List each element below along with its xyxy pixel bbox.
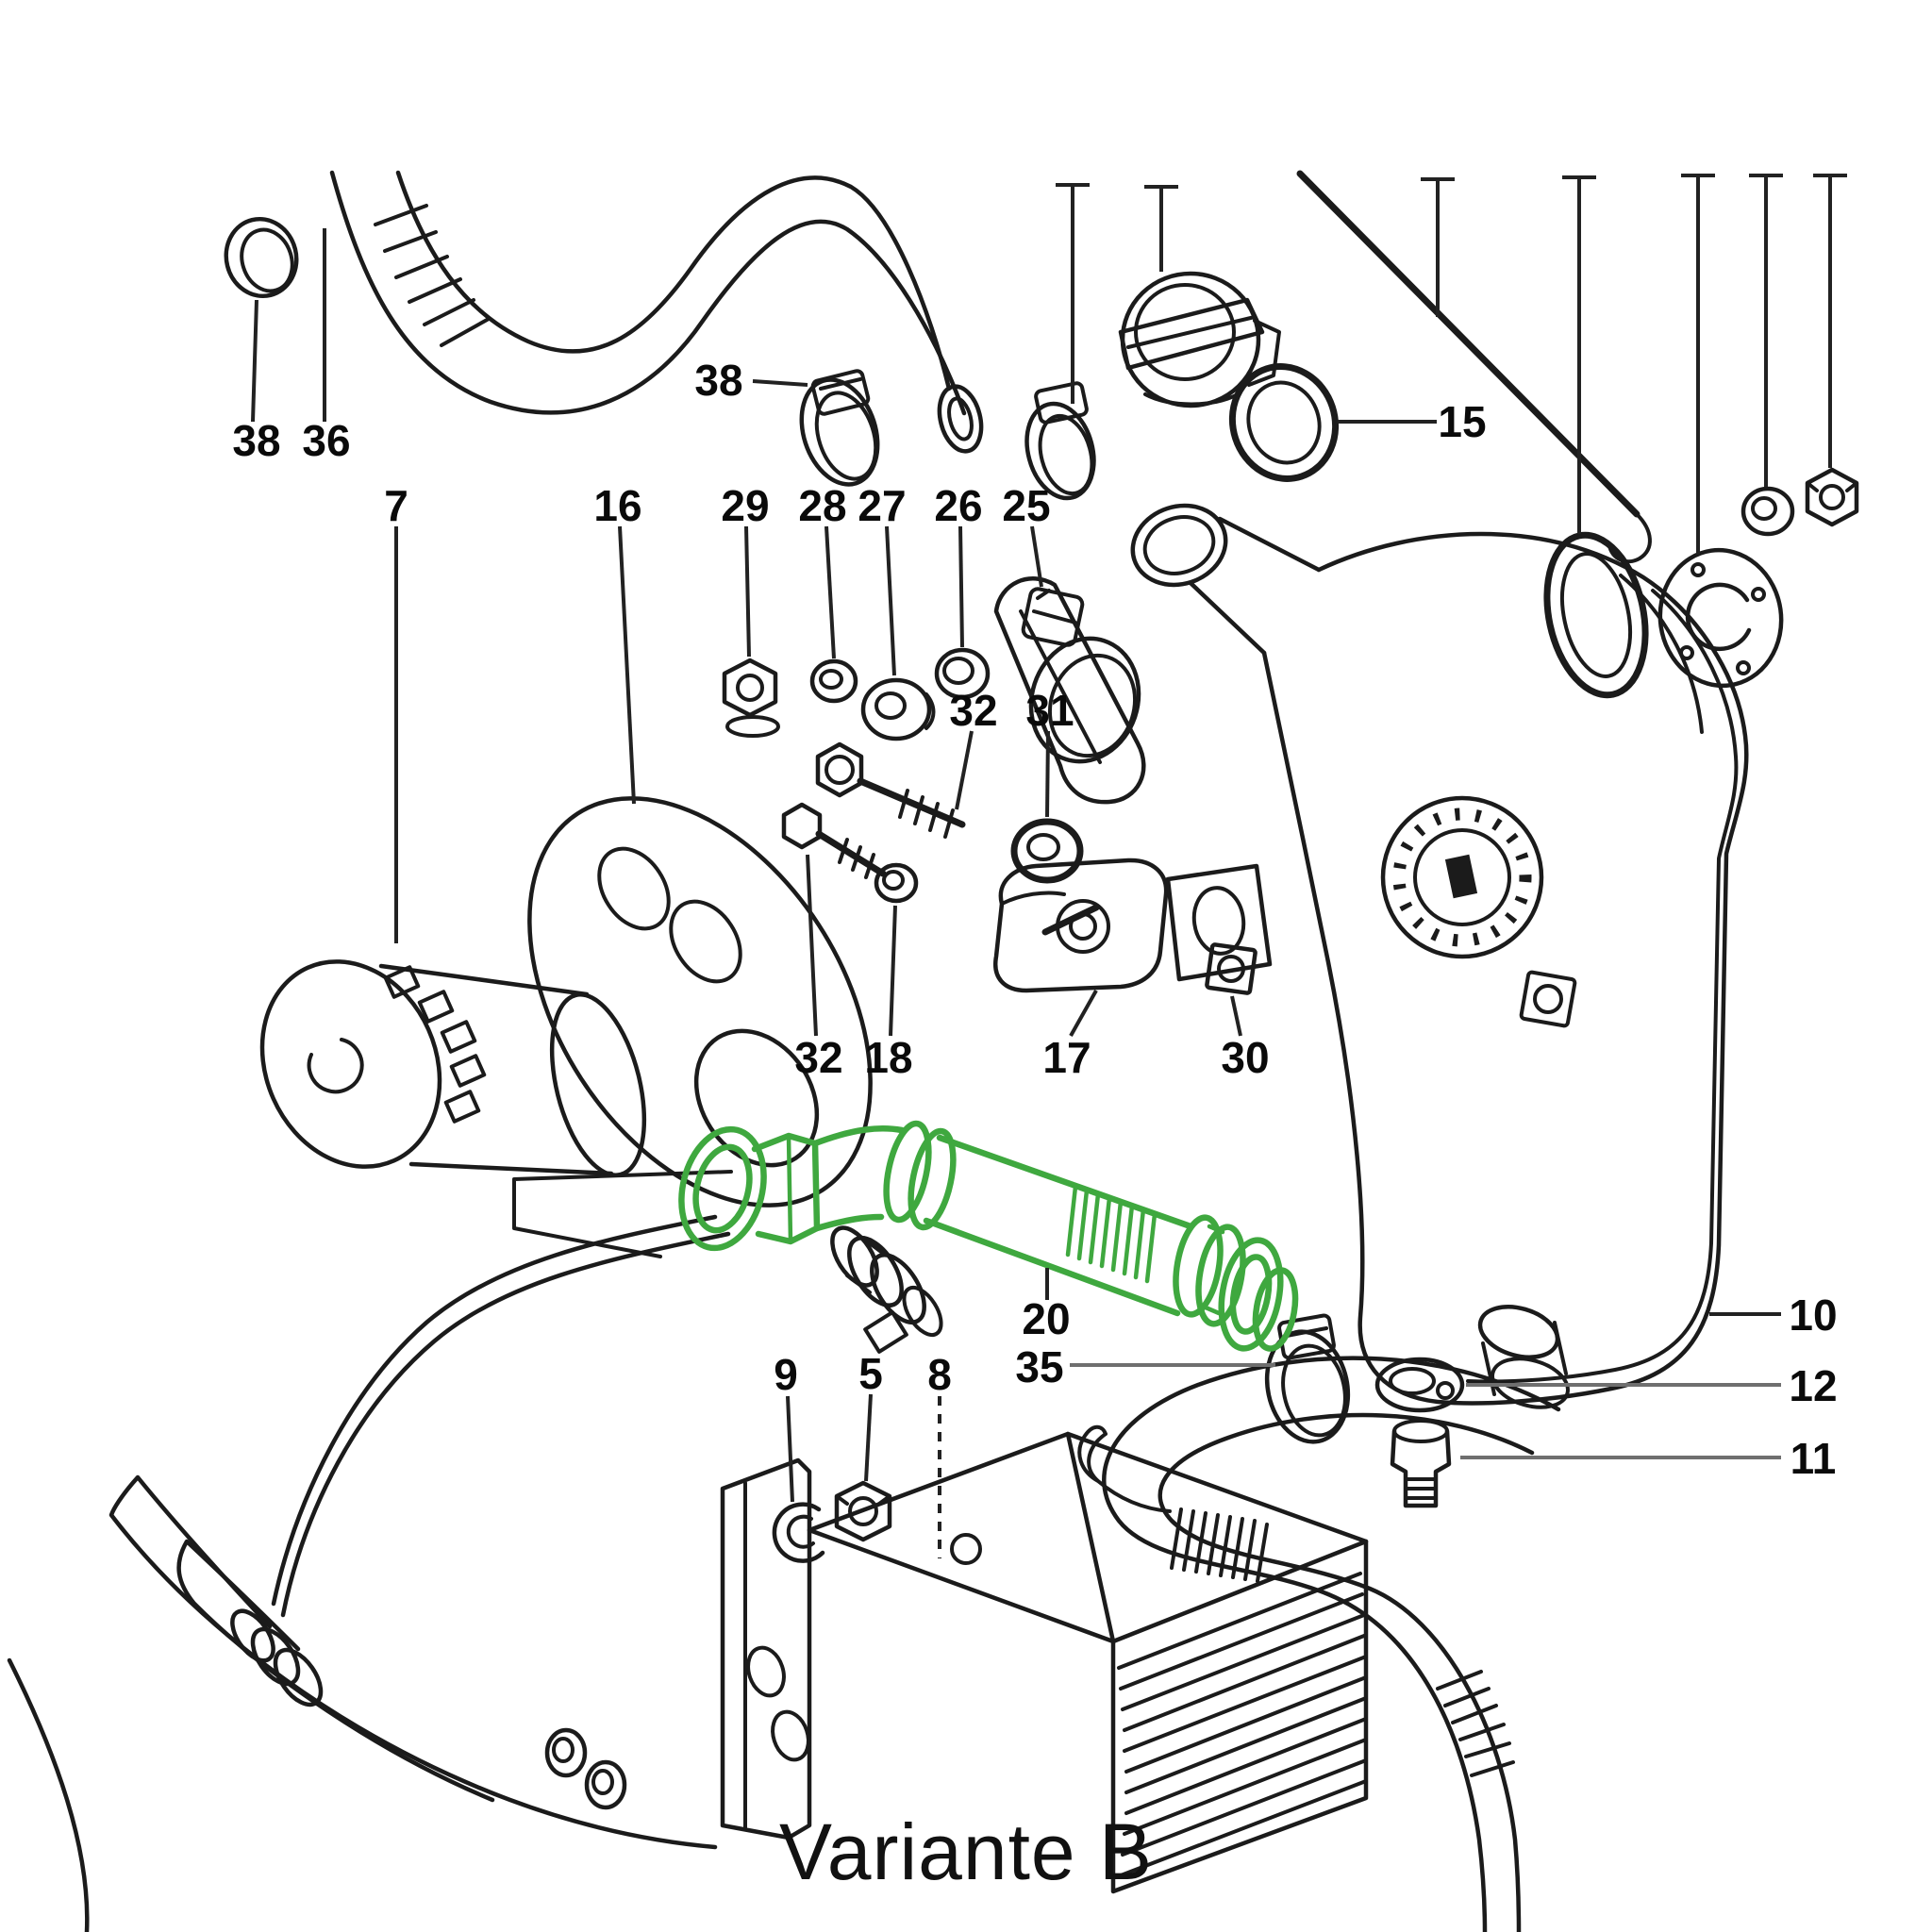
part-label-38a: 38: [232, 416, 280, 465]
part-label-30: 30: [1221, 1033, 1269, 1082]
part-label-17: 17: [1042, 1033, 1091, 1082]
part-label-38b: 38: [694, 356, 742, 405]
part-label-7: 7: [384, 481, 408, 530]
leader-lines: [251, 228, 1781, 1558]
part-label-36: 36: [302, 416, 350, 465]
part-label-16: 16: [593, 481, 641, 530]
part-label-8: 8: [927, 1350, 952, 1399]
part-label-28: 28: [798, 481, 846, 530]
pipe-union-fitting: [830, 1225, 943, 1354]
hose-clamp-35: [1264, 1313, 1351, 1444]
part-label-35: 35: [1015, 1342, 1063, 1391]
tank-bracket-flap: [1519, 970, 1577, 1028]
cooler-fins: [1117, 1572, 1368, 1877]
ring-26: [934, 647, 991, 700]
hose-clamp-ring-38: [224, 216, 299, 299]
square-washer-30: [1205, 942, 1257, 995]
bolt-32-upper: [815, 741, 966, 839]
grommet-27: [860, 677, 936, 741]
drain-plug-11: [1390, 1419, 1452, 1508]
oil-pipe-thin: [271, 1170, 733, 1618]
hose-clamp-38b: [799, 369, 880, 487]
washer-top-right: [1740, 486, 1795, 537]
washer-28: [809, 658, 858, 704]
oil-tank-10: [993, 503, 1749, 1409]
nut-top-right: [1805, 467, 1859, 527]
part-label-26: 26: [934, 481, 982, 530]
washer-31: [1010, 818, 1084, 884]
oil-filler-cap: [1118, 271, 1281, 408]
hose-rib-section-lower: [1436, 1670, 1515, 1777]
part-label-10: 10: [1789, 1291, 1837, 1340]
part-labels: 38 36 38 7 16 29 28 27 26 25 15 32 31 32…: [232, 356, 1837, 1483]
hose-rib-section-upper: [1170, 1507, 1269, 1583]
filter-mount-holes: [383, 965, 487, 1124]
flange-seal-ring: [1543, 531, 1649, 699]
oil-cooler-8: [720, 1431, 1369, 1894]
nut-29: [722, 658, 780, 738]
part-label-12: 12: [1789, 1361, 1837, 1410]
part-label-20: 20: [1022, 1294, 1070, 1343]
part-label-11: 11: [1790, 1434, 1837, 1483]
hose-clamp-25: [1021, 587, 1141, 764]
top-leader-lines: [1056, 174, 1847, 555]
lower-return-hose: [1077, 1356, 1561, 1932]
c-clip-9: [772, 1502, 825, 1563]
bolt-32-lower: [781, 802, 887, 879]
part-label-18: 18: [864, 1033, 912, 1082]
part-label-29: 29: [721, 481, 769, 530]
dipstick: [1296, 170, 1652, 564]
hose-braid-section: [1065, 1184, 1158, 1284]
part-label-32b: 32: [794, 1033, 842, 1082]
part-label-5: 5: [858, 1349, 883, 1398]
oil-hose-36: [329, 170, 984, 454]
oil-filter-7: [259, 959, 647, 1177]
tank-strap: [993, 576, 1146, 805]
lower-left-hose: [7, 1474, 718, 1932]
filter-console-16: [527, 796, 873, 1208]
part-label-25: 25: [1002, 481, 1050, 530]
hose-hatch-marks: [374, 204, 491, 347]
seal-washer-12: [1374, 1357, 1465, 1413]
oil-hose-20-highlighted: [678, 1120, 1299, 1352]
part-label-15: 15: [1438, 397, 1486, 446]
clamp-bracket-17: [993, 858, 1273, 993]
flange-plate: [1657, 547, 1784, 689]
hose-clamp-upper: [1024, 381, 1096, 501]
part-label-9: 9: [774, 1350, 798, 1399]
diagram-caption: Variante B: [779, 1807, 1153, 1896]
part-label-27: 27: [858, 481, 906, 530]
tank-sender-dial: [1380, 795, 1544, 959]
washer-18: [874, 862, 919, 904]
filler-seal-ring-15: [1228, 363, 1340, 482]
part-label-32a: 32: [949, 686, 997, 735]
nut-5: [834, 1480, 892, 1542]
part-label-31: 31: [1025, 686, 1074, 735]
